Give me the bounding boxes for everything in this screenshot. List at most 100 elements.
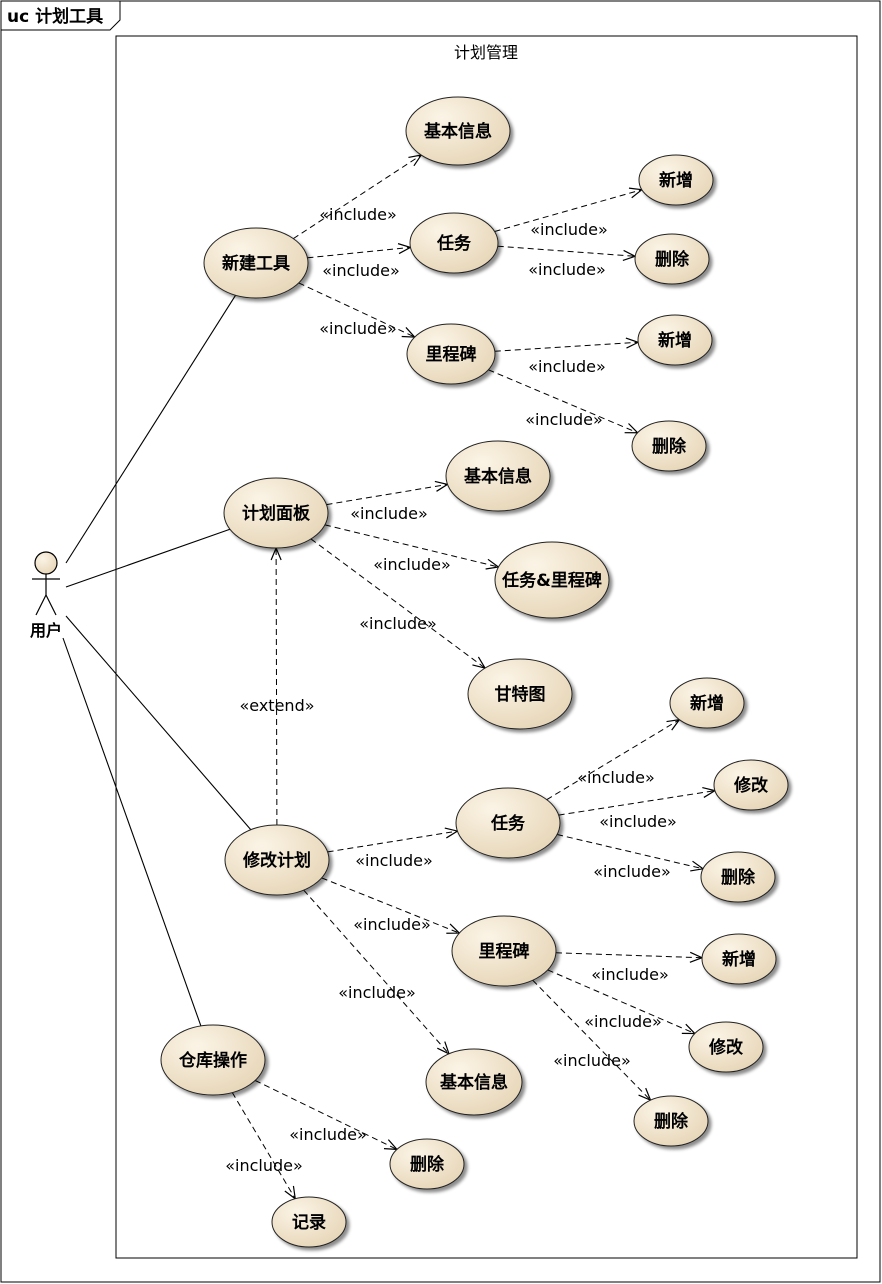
usecase-ellipse-mod4 xyxy=(688,1021,764,1073)
usecase-del4[interactable]: 删除 xyxy=(633,1095,709,1147)
dependency-label-modify-basic3: «include» xyxy=(338,983,416,1002)
dependency-line-ntool-basic1 xyxy=(293,155,421,240)
dependency-line-task1-add1 xyxy=(494,190,642,232)
usecase-ellipse-basic3 xyxy=(425,1048,523,1116)
dependency-line-ntool-ms1 xyxy=(298,282,415,337)
dependency-label-board-basic2: «include» xyxy=(350,504,428,523)
usecase-label-del4: 删除 xyxy=(654,1111,689,1132)
usecase-label-ntool: 新建工具 xyxy=(222,253,290,274)
dependency-label-task2-add3: «include» xyxy=(577,768,655,787)
usecase-ellipse-ntool xyxy=(203,227,309,299)
dependency-label-ntool-task1: «include» xyxy=(322,261,400,280)
edge-label-layer: «include» «include» «include» «include» «inc… xyxy=(225,205,677,1175)
usecase-ellipse-del1 xyxy=(634,233,710,285)
usecase-wh[interactable]: 仓库操作 xyxy=(160,1024,266,1096)
dependency-line-modify-ms2 xyxy=(321,877,460,933)
usecase-mod4[interactable]: 修改 xyxy=(688,1021,764,1073)
usecase-ellipse-add2 xyxy=(637,314,713,366)
association-line-modify xyxy=(65,615,252,831)
dependency-line-board-gantt xyxy=(310,538,485,668)
boundary-title: 计划管理 xyxy=(454,43,518,62)
edge-layer xyxy=(62,155,715,1199)
usecase-label-add1: 新增 xyxy=(659,170,693,191)
usecase-ellipse-del2 xyxy=(631,420,707,472)
dependency-label-task2-del3: «include» xyxy=(593,862,671,881)
dependency-line-modify-task2 xyxy=(327,831,458,853)
usecase-label-mod3: 修改 xyxy=(733,775,769,796)
usecase-label-add3: 新增 xyxy=(690,693,724,714)
dependency-label-ms1-add2: «include» xyxy=(528,357,606,376)
dependency-label-modify-task2: «include» xyxy=(355,851,433,870)
usecase-del1[interactable]: 删除 xyxy=(634,233,710,285)
usecase-basic3[interactable]: 基本信息 xyxy=(425,1048,523,1116)
usecase-ellipse-del5 xyxy=(389,1138,465,1190)
usecase-del3[interactable]: 删除 xyxy=(700,851,776,903)
dependency-label-ms2-del4: «include» xyxy=(553,1051,631,1070)
usecase-label-task1: 任务 xyxy=(436,233,472,254)
association-line-wh xyxy=(62,637,202,1027)
dependency-line-modify-board xyxy=(276,548,277,826)
actor-user[interactable]: 用户 xyxy=(30,551,62,640)
usecase-ellipse-board xyxy=(223,477,329,549)
dependency-label-ms2-add4: «include» xyxy=(591,965,669,984)
usecase-label-ms1: 里程碑 xyxy=(426,344,477,365)
dependency-label-task1-del1: «include» xyxy=(528,260,606,279)
usecase-board[interactable]: 计划面板 xyxy=(223,477,329,549)
usecase-ellipse-add1 xyxy=(638,154,714,206)
frame-tab xyxy=(1,1,121,31)
usecase-ellipse-add3 xyxy=(669,677,745,729)
dependency-label-wh-del5: «include» xyxy=(289,1125,367,1144)
dependency-label-task1-add1: «include» xyxy=(530,220,608,239)
usecase-record[interactable]: 记录 xyxy=(271,1196,347,1248)
usecase-label-add4: 新增 xyxy=(722,949,756,970)
usecase-taskms[interactable]: 任务&里程碑 xyxy=(494,541,610,619)
usecase-mod3[interactable]: 修改 xyxy=(713,759,789,811)
usecase-ellipse-task2 xyxy=(455,787,561,859)
usecase-ellipse-del3 xyxy=(700,851,776,903)
usecase-label-mod4: 修改 xyxy=(708,1037,744,1058)
dependency-line-ms1-del2 xyxy=(488,369,637,433)
dependency-line-task1-del1 xyxy=(497,245,635,256)
dependency-label-ntool-ms1: «include» xyxy=(319,319,397,338)
usecase-task2[interactable]: 任务 xyxy=(455,787,561,859)
usecase-ms1[interactable]: 里程碑 xyxy=(406,323,496,385)
dependency-line-task2-mod3 xyxy=(558,791,715,816)
dependency-line-ms2-del4 xyxy=(532,979,651,1100)
usecase-ellipse-taskms xyxy=(494,541,610,619)
usecase-add1[interactable]: 新增 xyxy=(638,154,714,206)
association-line-board xyxy=(65,528,231,588)
dependency-line-ntool-task1 xyxy=(307,247,410,259)
usecase-label-del3: 删除 xyxy=(721,867,756,888)
usecase-add3[interactable]: 新增 xyxy=(669,677,745,729)
dependency-label-board-gantt: «include» xyxy=(359,614,437,633)
association-line-ntool xyxy=(65,294,237,564)
dependency-line-wh-record xyxy=(231,1092,295,1199)
usecase-del2[interactable]: 删除 xyxy=(631,420,707,472)
usecase-ntool[interactable]: 新建工具 xyxy=(203,227,309,299)
system-boundary xyxy=(115,35,858,1259)
usecase-label-taskms: 任务&里程碑 xyxy=(501,570,602,591)
usecase-ellipse-basic2 xyxy=(445,440,551,512)
usecase-basic1[interactable]: 基本信息 xyxy=(405,96,511,166)
usecase-basic2[interactable]: 基本信息 xyxy=(445,440,551,512)
usecase-del5[interactable]: 删除 xyxy=(389,1138,465,1190)
dependency-label-ntool-basic1: «include» xyxy=(319,205,397,224)
usecase-ellipse-modify xyxy=(224,824,330,896)
dependency-label-modify-ms2: «include» xyxy=(353,915,431,934)
usecase-label-wh: 仓库操作 xyxy=(178,1050,247,1071)
usecase-ellipse-add4 xyxy=(701,933,777,985)
actor-head-icon xyxy=(34,551,58,575)
dependency-label-wh-record: «include» xyxy=(225,1156,303,1175)
usecase-ellipse-basic1 xyxy=(405,96,511,166)
usecase-label-del5: 删除 xyxy=(410,1154,445,1175)
dependency-line-ms1-add2 xyxy=(494,342,638,352)
usecase-add4[interactable]: 新增 xyxy=(701,933,777,985)
usecase-task1[interactable]: 任务 xyxy=(409,212,499,274)
usecase-ms2[interactable]: 里程碑 xyxy=(451,915,557,987)
dependency-line-task2-del3 xyxy=(556,834,703,869)
usecase-label-gantt: 甘特图 xyxy=(495,684,546,705)
usecase-label-task2: 任务 xyxy=(490,813,526,834)
usecase-add2[interactable]: 新增 xyxy=(637,314,713,366)
usecase-gantt[interactable]: 甘特图 xyxy=(467,658,573,730)
usecase-modify[interactable]: 修改计划 xyxy=(224,824,330,896)
